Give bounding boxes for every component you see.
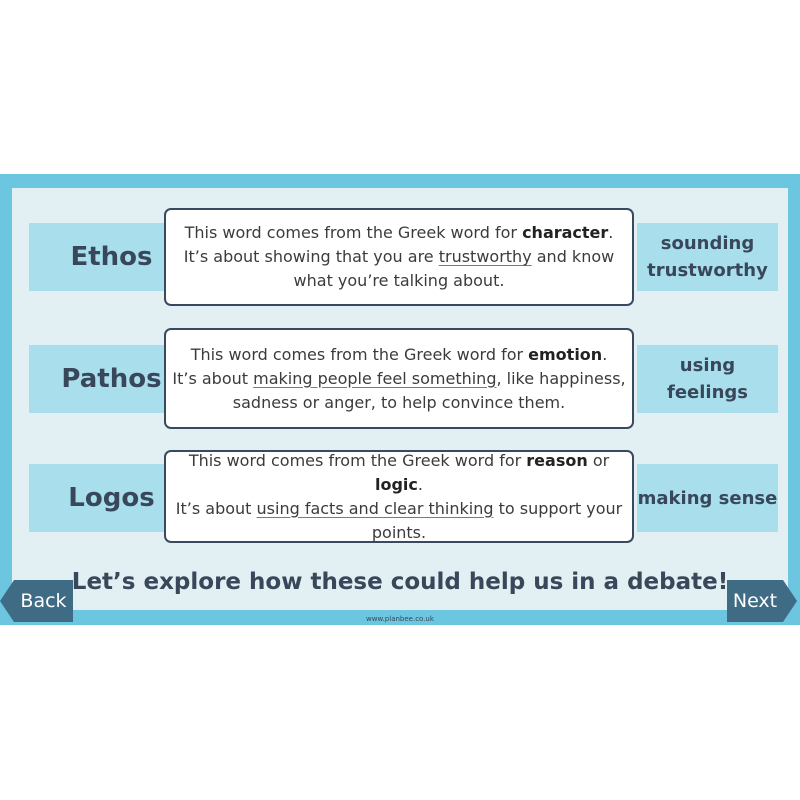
desc-bold: reason [526,450,588,470]
desc-bold: emotion [528,344,603,364]
desc-text: . [602,344,608,364]
back-label: Back [14,580,73,622]
desc-text: This word comes from the Greek word for [188,450,527,470]
desc-text: . [608,223,614,242]
desc-underline: trustworthy [438,247,532,266]
desc-underline: using facts and clear thinking [256,498,494,518]
desc-text: It’s about [175,498,257,518]
site-url: www.planbee.co.uk [366,615,434,623]
desc-bold: logic [375,474,418,494]
desc-text: points. [371,522,427,542]
desc-text: to support your [493,498,623,518]
desc-text: sadness or anger, to help convince them. [232,392,566,412]
slide-frame: Ethos sounding trustworthy This word com… [0,174,800,625]
desc-text: and know [531,247,615,266]
slide-panel: Ethos sounding trustworthy This word com… [12,188,788,610]
desc-text: It’s about [172,368,254,388]
side-logos: making sense [637,464,778,532]
desc-pathos: This word comes from the Greek word for … [164,328,634,429]
footer-prompt: Let’s explore how these could help us in… [71,569,729,595]
desc-logos: This word comes from the Greek word for … [164,450,634,543]
side-ethos: sounding trustworthy [637,223,778,291]
desc-ethos: This word comes from the Greek word for … [164,208,634,306]
side-pathos: using feelings [637,345,778,413]
desc-text: It’s about showing that you are [183,247,439,266]
next-arrow-icon [783,580,797,622]
desc-text: , like happiness, [496,368,626,388]
desc-text: what you’re talking about. [293,271,505,290]
desc-bold: character [522,223,609,242]
desc-underline: making people feel something [253,368,497,388]
desc-text: This word comes from the Greek word for [190,344,529,364]
desc-text: . [417,474,423,494]
next-label: Next [727,580,783,622]
back-arrow-icon [0,580,14,622]
desc-text: or [587,450,610,470]
desc-text: This word comes from the Greek word for [184,223,523,242]
